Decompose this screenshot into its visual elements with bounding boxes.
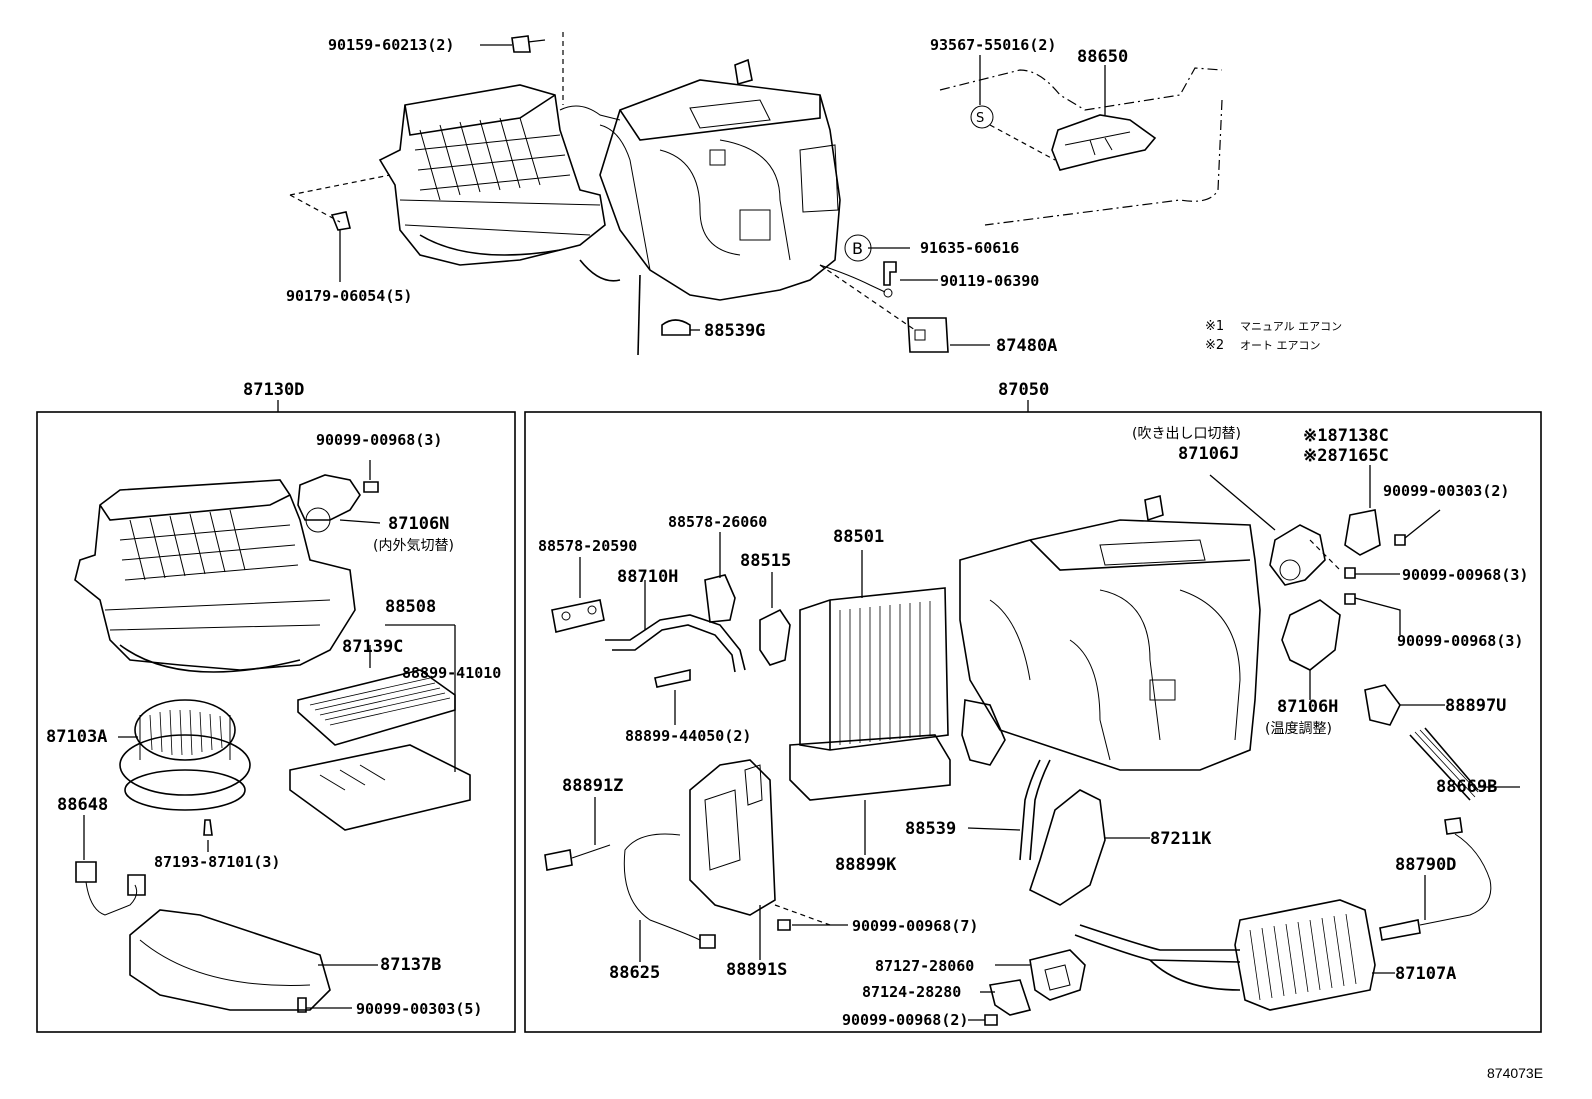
label-88891Z: 88891Z	[562, 776, 623, 796]
right-box-parts-drawing	[544, 465, 1520, 1026]
label-87103A: 87103A	[46, 727, 107, 747]
label-88899-41010: 88899-41010	[402, 664, 501, 682]
label-90099-00968-3c: 90099-00968(3)	[1397, 632, 1523, 650]
label-87139C: 87139C	[342, 637, 403, 657]
left-box-parts-drawing	[74, 460, 471, 1013]
symbol-b: B	[852, 239, 863, 258]
label-90099-00968-7: 90099-00968(7)	[852, 917, 978, 935]
symbol-s: S	[976, 111, 984, 126]
label-88508: 88508	[385, 597, 436, 617]
symbol-markers: S B	[844, 111, 984, 262]
label-87124-28280: 87124-28280	[862, 983, 961, 1001]
label-88891S: 88891S	[726, 960, 787, 980]
label-90099-00303-2: 90099-00303(2)	[1383, 482, 1509, 500]
label-87193-87101: 87193-87101(3)	[154, 853, 280, 871]
label-88650: 88650	[1077, 47, 1128, 67]
label-87127-28060: 87127-28060	[875, 957, 974, 975]
label-93567-55016: 93567-55016(2)	[930, 36, 1056, 54]
note-1-text: マニュアル エアコン	[1240, 320, 1342, 333]
label-87106J-desc: (吹き出し口切替)	[1132, 426, 1241, 442]
label-88790D: 88790D	[1395, 855, 1456, 875]
label-87106H-desc: (温度調整)	[1265, 721, 1332, 737]
label-90179-06054: 90179-06054(5)	[286, 287, 412, 305]
label-88899-44050: 88899-44050(2)	[625, 727, 751, 745]
diagram-id: 874073E	[1487, 1065, 1543, 1081]
part-labels: 90159-60213(2) 90179-06054(5) 93567-5501…	[46, 36, 1528, 1029]
label-90099-00968-2: 90099-00968(2)	[842, 1011, 968, 1029]
label-88897U: 88897U	[1445, 696, 1506, 716]
label-90099-00968-3b: 90099-00968(3)	[1402, 566, 1528, 584]
note-2-text: オート エアコン	[1240, 339, 1321, 352]
label-88501: 88501	[833, 527, 884, 547]
label-88515: 88515	[740, 551, 791, 571]
label-88539G: 88539G	[704, 321, 765, 341]
label-87106H: 87106H	[1277, 697, 1338, 717]
label-87106N-desc: (内外気切替)	[373, 538, 454, 554]
label-87106N: 87106N	[388, 514, 449, 534]
top-leader-lines	[289, 32, 990, 353]
label-87050: 87050	[998, 380, 1049, 400]
label-90099-00968-3a: 90099-00968(3)	[316, 431, 442, 449]
label-87130D: 87130D	[243, 380, 304, 400]
label-87106J: 87106J	[1178, 444, 1239, 464]
88650-module-drawing	[939, 55, 1223, 226]
label-88648: 88648	[57, 795, 108, 815]
note-2-mark: ※2	[1205, 338, 1224, 353]
label-91635-60616: 91635-60616	[920, 239, 1019, 257]
label-88625: 88625	[609, 963, 660, 983]
label-90099-00303-5: 90099-00303(5)	[356, 1000, 482, 1018]
label-88710H: 88710H	[617, 567, 678, 587]
label-90159-60213: 90159-60213(2)	[328, 36, 454, 54]
label-87480A: 87480A	[996, 336, 1057, 356]
label-88539: 88539	[905, 819, 956, 839]
label-87165C: ※287165C	[1303, 446, 1389, 466]
label-88578-20590: 88578-20590	[538, 537, 637, 555]
label-90119-06390: 90119-06390	[940, 272, 1039, 290]
label-88669B: 88669B	[1436, 777, 1497, 797]
symbol-b-circle	[844, 234, 872, 262]
label-87211K: 87211K	[1150, 829, 1212, 849]
top-hvac-assembly-drawing	[378, 58, 893, 356]
left-group-box	[36, 411, 516, 1033]
label-88899K: 88899K	[835, 855, 897, 875]
label-87138C: ※187138C	[1303, 426, 1389, 446]
note-1-mark: ※1	[1205, 319, 1224, 334]
label-87137B: 87137B	[380, 955, 441, 975]
legend-notes: ※1 マニュアル エアコン ※2 オート エアコン	[1205, 319, 1342, 353]
label-87107A: 87107A	[1395, 964, 1456, 984]
label-88578-26060: 88578-26060	[668, 513, 767, 531]
right-group-box	[524, 411, 1542, 1033]
